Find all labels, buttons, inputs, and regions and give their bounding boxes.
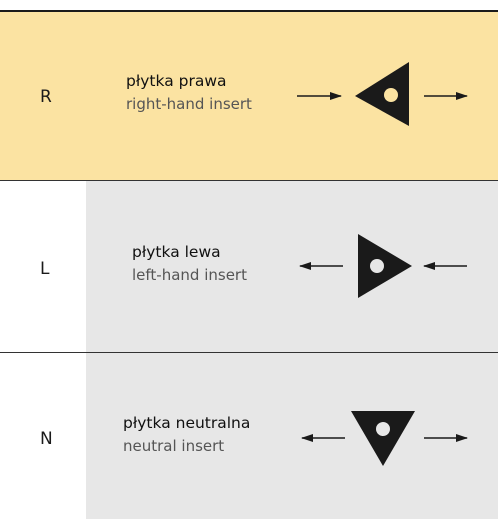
insert-name-english: right-hand insert: [126, 95, 252, 113]
insert-name-polish: płytka neutralna: [123, 414, 251, 432]
insert-code: L: [40, 259, 50, 279]
triangle-pointing-down-with-hole-icon: [351, 411, 415, 466]
triangle-pointing-left-with-hole-icon: [355, 62, 409, 126]
insert-row-right: R płytka prawa right-hand insert: [0, 12, 498, 180]
insert-row-neutral: N płytka neutralna neutral insert: [0, 353, 498, 519]
insert-name-english: neutral insert: [123, 437, 225, 455]
row-background-band: [86, 353, 498, 519]
insert-name-english: left-hand insert: [132, 266, 247, 284]
row-separator: [0, 352, 498, 353]
row-separator: [0, 180, 498, 181]
insert-code: N: [40, 429, 53, 449]
top-rule: [0, 10, 498, 12]
triangle-pointing-right-with-hole-icon: [358, 234, 412, 298]
insert-name-polish: płytka lewa: [132, 243, 221, 261]
insert-name-polish: płytka prawa: [126, 72, 227, 90]
insert-code: R: [40, 87, 52, 107]
